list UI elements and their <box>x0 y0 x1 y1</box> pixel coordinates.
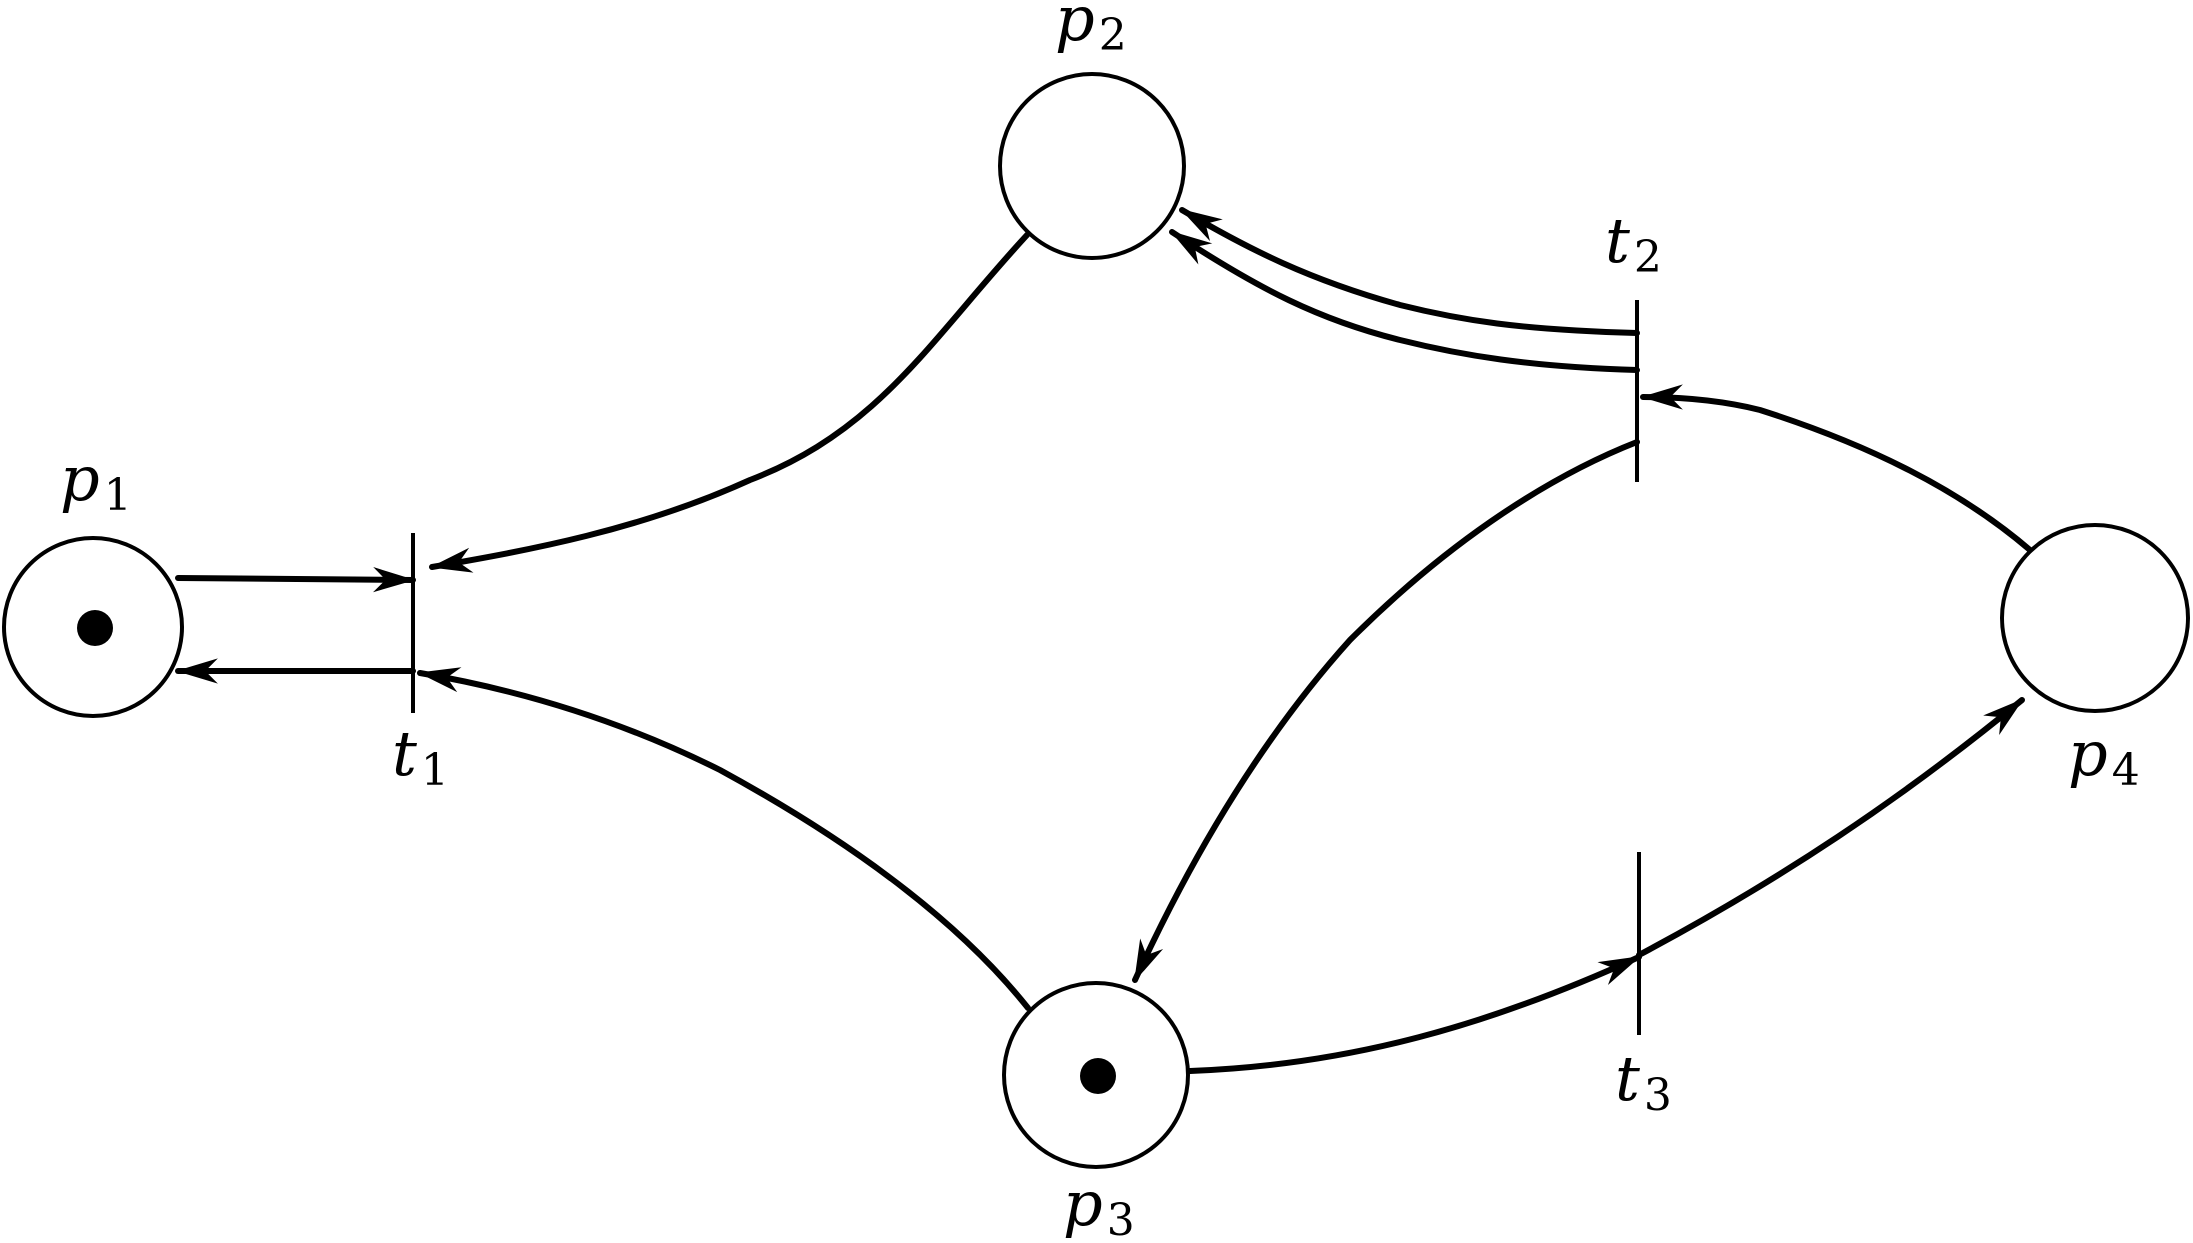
arc-t2-to-p3 <box>1132 439 1640 983</box>
arc-t3-to-p4 <box>1636 697 2025 958</box>
arc-t2-to-p2-upper <box>1179 207 1640 336</box>
place-p1 <box>2 536 184 718</box>
place-p2 <box>998 72 1186 260</box>
label-t3: t3 <box>1615 1042 1672 1121</box>
place-p3 <box>1002 981 1190 1169</box>
arc-t2-to-p2-lower <box>1169 229 1640 373</box>
arc-p3-to-t3 <box>1187 954 1642 1074</box>
token-p3 <box>1080 1058 1116 1094</box>
token-p1 <box>77 610 113 646</box>
arc-p2-to-t1 <box>429 232 1030 573</box>
label-p2: p2 <box>1055 0 1127 61</box>
label-t2: t2 <box>1605 204 1662 283</box>
label-p1: p1 <box>60 442 132 521</box>
label-p4: p4 <box>2068 717 2140 796</box>
arc-p1-to-t1 <box>175 567 416 593</box>
arc-p4-to-t2 <box>1640 384 2033 553</box>
label-t1: t1 <box>392 717 449 796</box>
arc-p3-to-t1 <box>417 667 1031 1011</box>
place-p4 <box>2000 523 2190 713</box>
label-p3: p3 <box>1063 1167 1135 1243</box>
